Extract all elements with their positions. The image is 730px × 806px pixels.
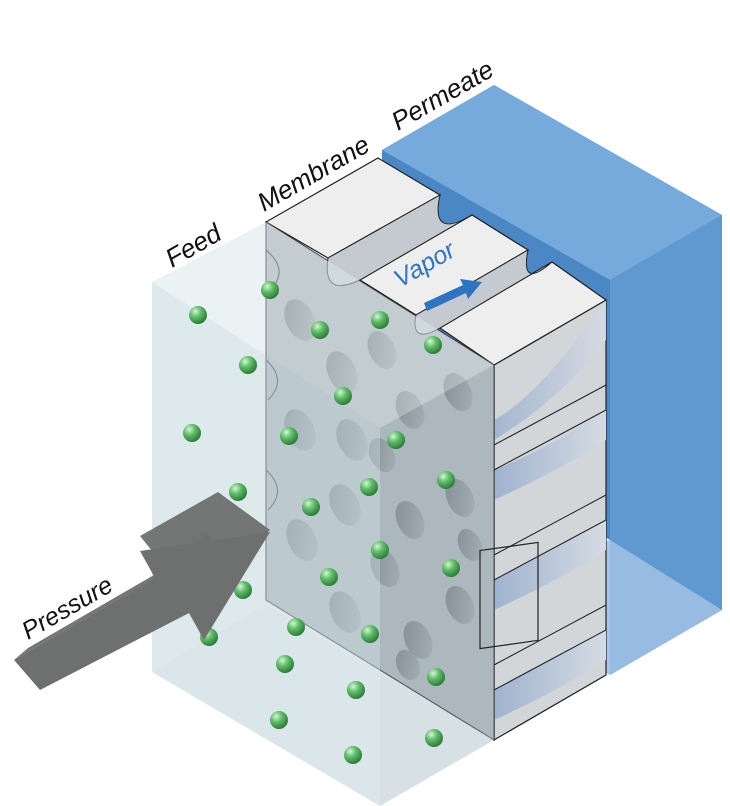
membrane-slot bbox=[494, 300, 606, 440]
membrane-slot bbox=[494, 630, 606, 720]
molecule bbox=[270, 711, 288, 729]
molecule bbox=[360, 478, 378, 496]
molecule bbox=[347, 681, 365, 699]
molecule bbox=[437, 471, 455, 489]
membrane-slot bbox=[494, 410, 606, 500]
pressure-arrow-icon bbox=[14, 492, 270, 660]
molecule bbox=[302, 498, 320, 516]
molecule bbox=[371, 311, 389, 329]
molecule bbox=[344, 746, 362, 764]
molecule bbox=[334, 387, 352, 405]
membrane-slot bbox=[494, 520, 606, 610]
pore bbox=[395, 501, 425, 539]
molecule bbox=[427, 668, 445, 686]
molecule bbox=[425, 729, 443, 747]
molecule bbox=[229, 483, 247, 501]
molecule bbox=[311, 321, 329, 339]
vapor-arrow-icon bbox=[424, 279, 482, 311]
molecule bbox=[424, 336, 442, 354]
molecule bbox=[261, 281, 279, 299]
feed-bottom-face bbox=[152, 605, 494, 806]
molecule bbox=[280, 427, 298, 445]
molecule bbox=[361, 625, 379, 643]
pressure-arrow-icon bbox=[14, 532, 270, 690]
permeate-top-face bbox=[382, 85, 722, 280]
molecule bbox=[320, 568, 338, 586]
molecule bbox=[276, 655, 294, 673]
molecules bbox=[183, 281, 460, 764]
pore bbox=[395, 649, 421, 681]
molecule bbox=[442, 559, 460, 577]
molecule bbox=[239, 356, 257, 374]
molecule bbox=[287, 618, 305, 636]
molecule bbox=[371, 541, 389, 559]
zoom-frame bbox=[479, 541, 539, 650]
pore bbox=[403, 621, 433, 659]
molecule bbox=[189, 306, 207, 324]
molecule bbox=[234, 581, 252, 599]
molecule bbox=[183, 424, 201, 442]
pore bbox=[457, 528, 483, 562]
pore bbox=[445, 479, 475, 517]
feed-right-face bbox=[380, 365, 494, 806]
molecule bbox=[387, 431, 405, 449]
pore bbox=[445, 586, 475, 624]
